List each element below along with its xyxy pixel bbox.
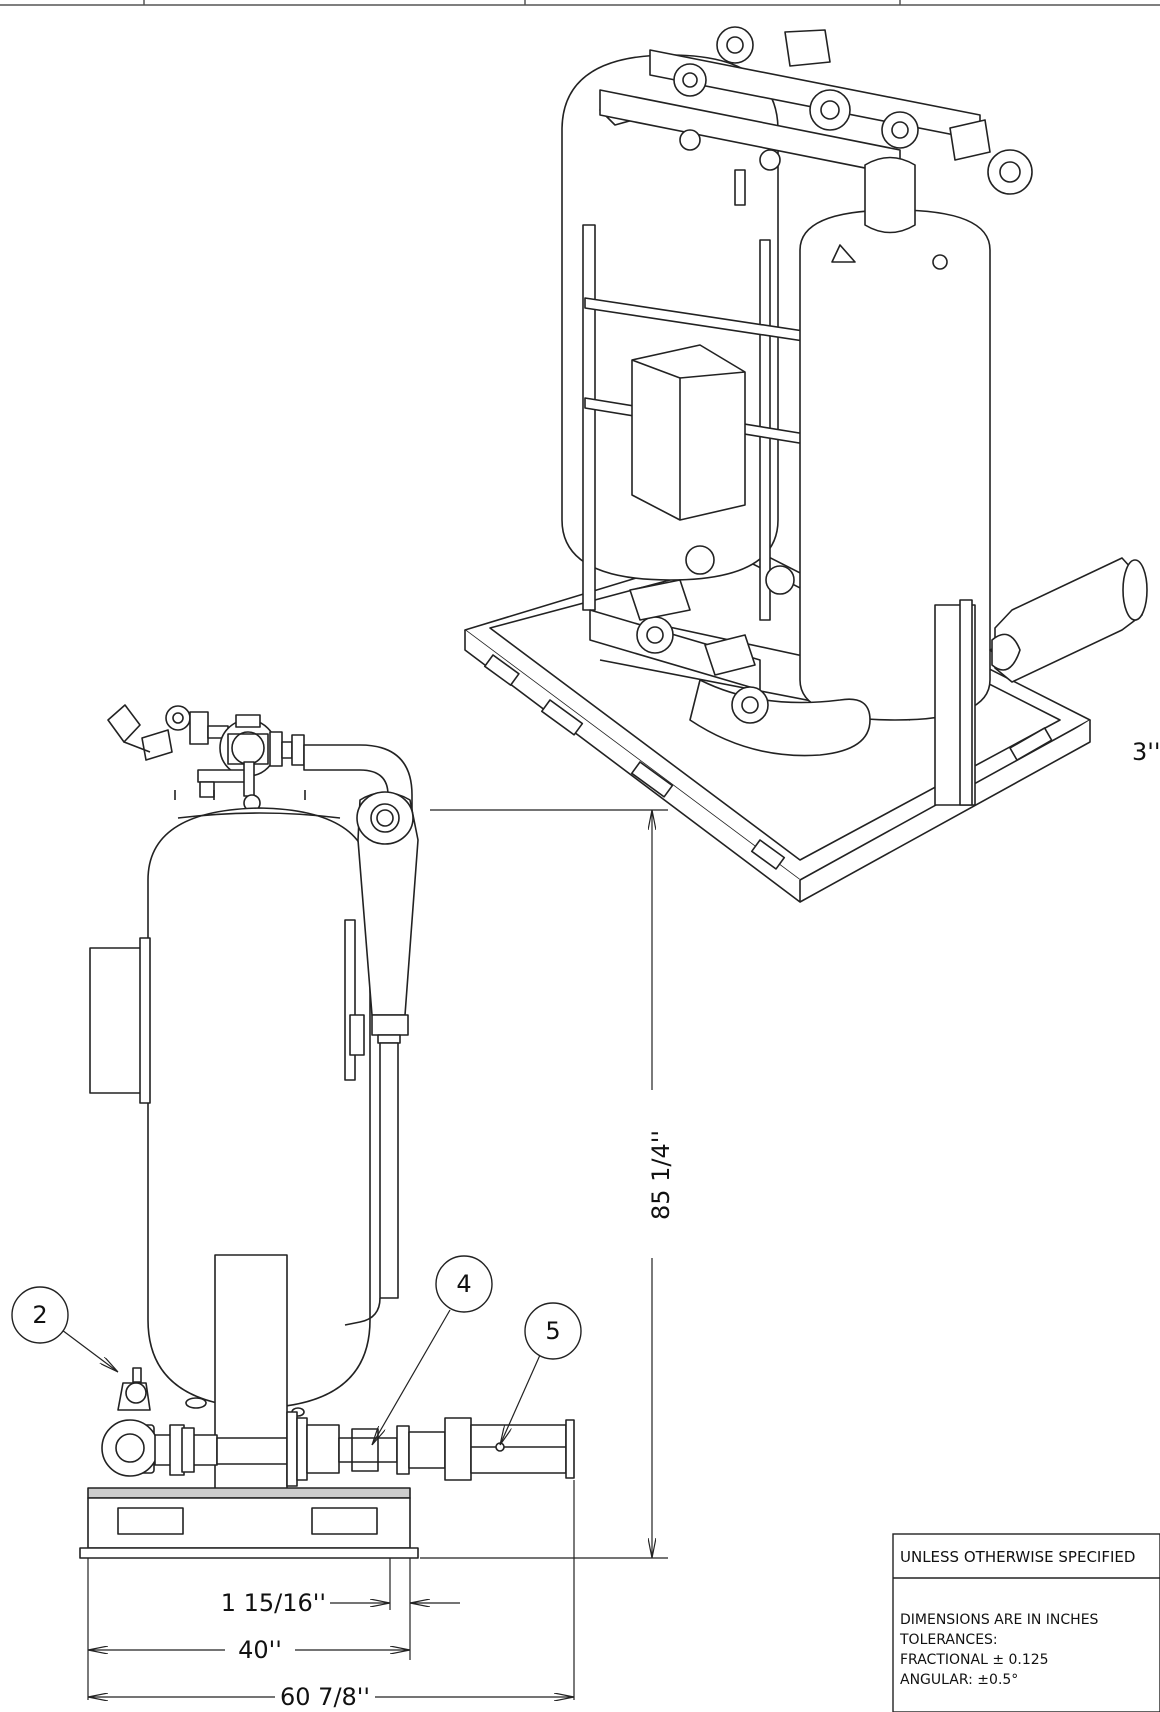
sheet-border-top — [0, 0, 1160, 6]
side-elevation-view — [79, 704, 575, 1559]
lower-valves — [589, 545, 871, 757]
dimension-lines — [87, 809, 668, 1700]
bottom-piping — [101, 1367, 575, 1487]
balloon-5: 5 — [500, 1302, 582, 1445]
vertical-separator — [344, 791, 419, 1326]
main-vessel — [89, 807, 371, 1417]
upper-manifold — [599, 26, 1033, 234]
isometric-view — [464, 26, 1148, 903]
title-block-line1: DIMENSIONS ARE IN INCHES — [900, 1612, 1099, 1628]
title-block-heading: UNLESS OTHERWISE SPECIFIED — [900, 1548, 1135, 1566]
base-channel — [79, 1487, 419, 1559]
side-note-dimension: 3'' — [1132, 738, 1160, 766]
iso-outlet-filter — [989, 557, 1148, 683]
control-box — [584, 297, 831, 521]
dim-overall-width: 60 7/8'' — [280, 1683, 370, 1711]
svg-text:5: 5 — [545, 1317, 560, 1345]
dim-offset: 1 15/16'' — [221, 1589, 326, 1617]
balloon-4: 4 — [372, 1255, 493, 1445]
dim-base-width: 40'' — [238, 1636, 282, 1664]
svg-text:4: 4 — [456, 1270, 471, 1298]
title-block: UNLESS OTHERWISE SPECIFIED DIMENSIONS AR… — [892, 1533, 1160, 1712]
top-piping — [107, 704, 413, 816]
title-block-line2: TOLERANCES: — [899, 1632, 998, 1648]
title-block-line3: FRACTIONAL ± 0.125 — [900, 1652, 1049, 1668]
dim-height: 85 1/4'' — [647, 1130, 675, 1220]
tank-front — [799, 209, 991, 806]
balloon-2: 2 — [11, 1286, 118, 1372]
title-block-line4: ANGULAR: ±0.5° — [900, 1672, 1018, 1688]
svg-text:2: 2 — [32, 1301, 47, 1329]
